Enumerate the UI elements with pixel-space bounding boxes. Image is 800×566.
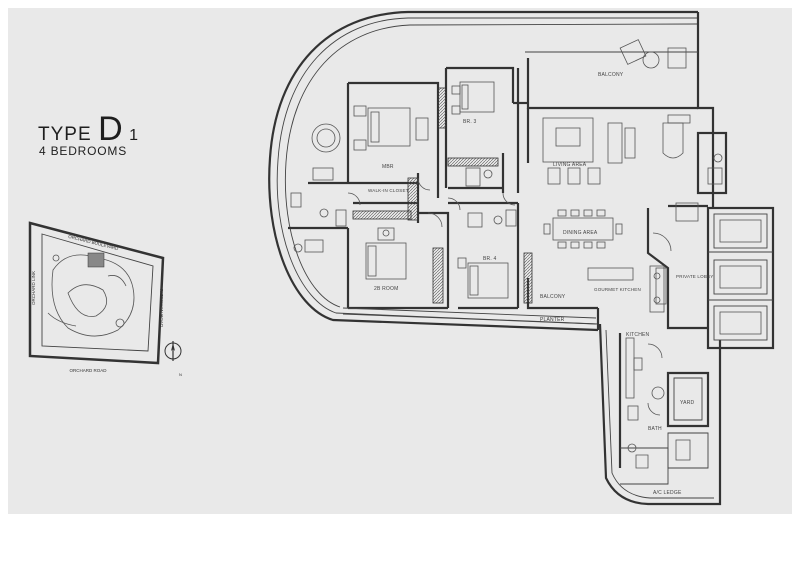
floor-plan-sheet: TYPE D 1 4 BEDROOMS ORCHARD BOULEVARD OR…: [8, 8, 792, 514]
label-master-bedroom: MBR: [382, 164, 394, 170]
label-bedroom-2: 2B ROOM: [374, 286, 398, 292]
site-plan: ORCHARD BOULEVARD ORCHARD ROAD ORCHARD L…: [28, 221, 165, 373]
compass-north-label: N: [179, 372, 182, 377]
label-private-lobby: PRIVATE LOBBY: [676, 274, 713, 279]
floor-plan: [268, 10, 775, 506]
label-bedroom-3: BR. 3: [463, 119, 477, 125]
label-bath: BATH: [648, 426, 662, 432]
label-balcony-bottom: BALCONY: [540, 294, 566, 300]
road-label-left: ORCHARD LINK: [31, 271, 36, 305]
label-planter: PLANTER: [540, 317, 565, 323]
road-label-bottom: ORCHARD ROAD: [69, 368, 107, 373]
title-type-word: TYPE: [38, 124, 92, 145]
room-labels: BALCONY MBR BR. 3 LIVING AREA WALK-IN CL…: [368, 72, 713, 496]
label-gourmet-kitchen: GOURMET KITCHEN: [594, 287, 641, 292]
drawing-canvas: ORCHARD BOULEVARD ORCHARD ROAD ORCHARD L…: [28, 10, 775, 506]
label-bedroom-4: BR. 4: [483, 256, 497, 262]
plan-title: TYPE D 1 4 BEDROOMS: [38, 110, 138, 158]
label-kitchen: KITCHEN: [626, 332, 650, 338]
label-walkin-closet: WALK-IN CLOSET: [368, 188, 409, 193]
label-living-area: LIVING AREA: [553, 162, 587, 168]
title-number: 1: [129, 127, 138, 144]
title-bedrooms: 4 BEDROOMS: [39, 144, 128, 158]
label-dining-area: DINING AREA: [563, 230, 598, 236]
label-ac-ledge: A/C LEDGE: [653, 490, 682, 496]
title-letter: D: [98, 110, 123, 148]
road-label-right: PATERSON ROAD: [159, 289, 164, 328]
label-yard: YARD: [680, 400, 695, 406]
label-balcony-top: BALCONY: [598, 72, 624, 78]
compass-icon: N: [164, 341, 182, 377]
